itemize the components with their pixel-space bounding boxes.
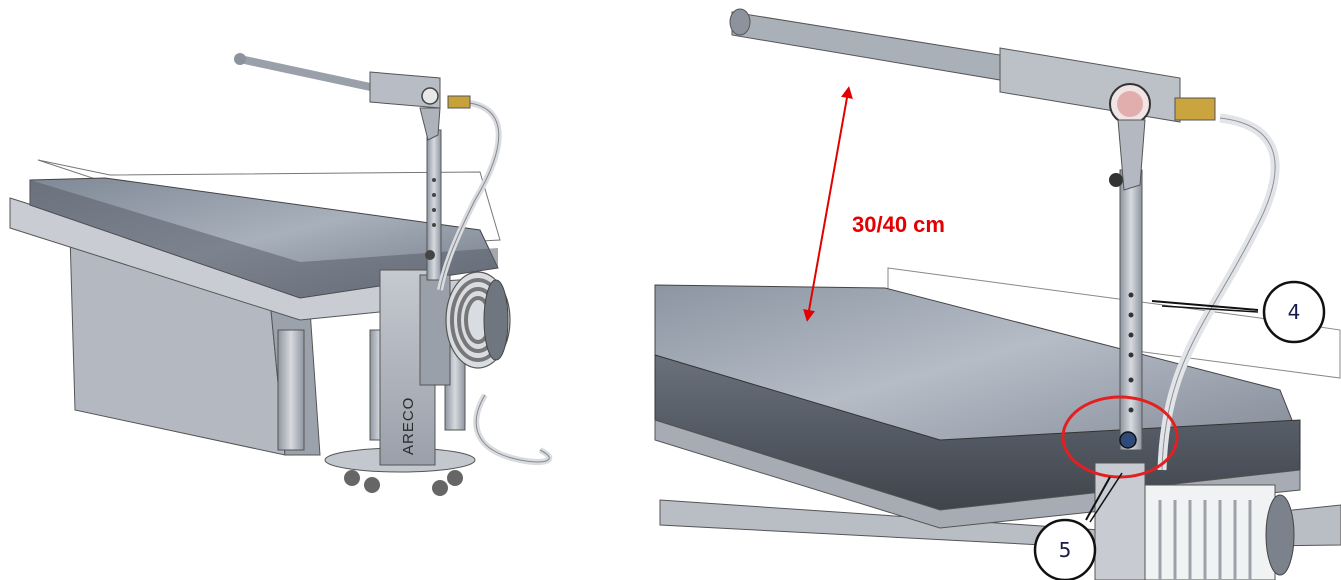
right-view-drawing: 30/40 cm 4 5 bbox=[654, 8, 1341, 580]
callout-5: 5 bbox=[1033, 472, 1123, 580]
dimension-label: 30/40 cm bbox=[852, 212, 945, 237]
brass-connector bbox=[1174, 97, 1216, 121]
vertical-pole bbox=[425, 129, 442, 281]
callout-4: 4 bbox=[1151, 280, 1326, 344]
dimension-arrow bbox=[803, 86, 853, 322]
right-view: 30/40 cm 4 5 bbox=[640, 0, 1341, 580]
mattress bbox=[29, 177, 499, 299]
arm-assembly bbox=[234, 53, 471, 141]
vertical-pole bbox=[1094, 169, 1146, 580]
hose-reel bbox=[445, 271, 511, 369]
callout-number: 4 bbox=[1288, 300, 1301, 324]
left-view-drawing: ARECO bbox=[9, 53, 553, 496]
left-view: ARECO bbox=[0, 0, 620, 580]
reel-stand: ARECO bbox=[324, 269, 476, 496]
callout-number: 5 bbox=[1059, 538, 1072, 562]
locking-knob-icon bbox=[1119, 431, 1137, 449]
hose-reel bbox=[1144, 484, 1295, 580]
arm-assembly bbox=[729, 8, 1216, 191]
adjust-knob-icon bbox=[1109, 173, 1123, 187]
brand-label: ARECO bbox=[400, 397, 417, 455]
